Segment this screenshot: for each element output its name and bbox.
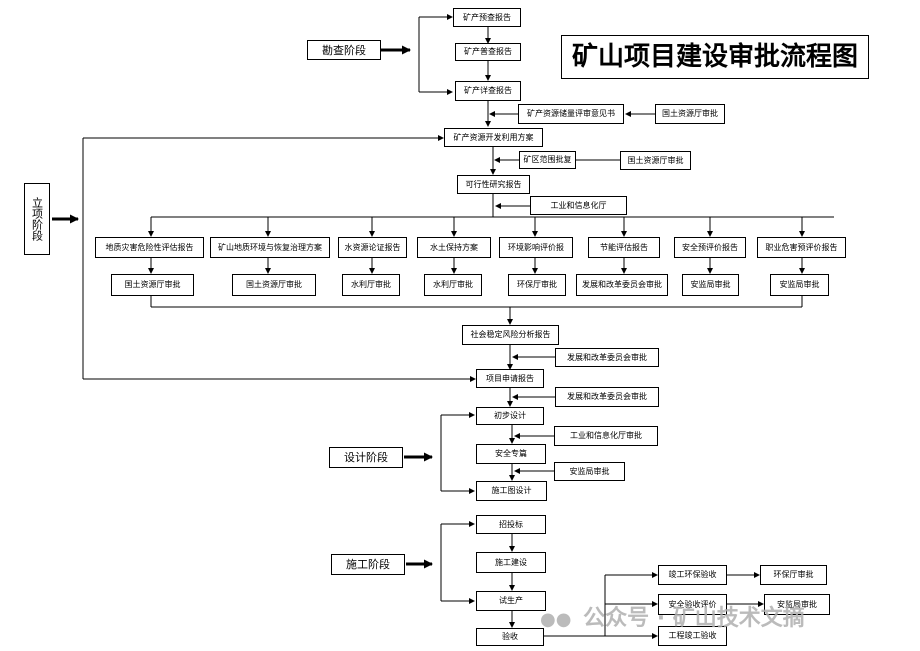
mining-area-approval: 矿区范围批复 — [519, 151, 576, 169]
stage-exploration: 勘查阶段 — [307, 40, 381, 60]
exploration-report-3: 矿产详查报告 — [455, 81, 521, 101]
special-approval-6: 发展和改革委员会审批 — [576, 274, 668, 296]
special-report-1: 地质灾害危险性评估报告 — [95, 237, 204, 258]
industry-approval: 工业和信息化厅审批 — [554, 426, 658, 446]
bidding: 招投标 — [476, 515, 546, 534]
special-report-5: 环境影响评价报 — [499, 237, 573, 258]
ndrc-approval-1: 发展和改革委员会审批 — [555, 348, 659, 367]
env-dept-approval: 环保厅审批 — [760, 565, 827, 585]
construction-drawing: 施工图设计 — [476, 481, 547, 501]
exploration-report-2: 矿产普查报告 — [455, 43, 521, 61]
special-approval-1: 国土资源厅审批 — [111, 274, 194, 296]
special-report-3: 水资源论证报告 — [338, 237, 407, 258]
special-approval-8: 安监局审批 — [770, 274, 829, 296]
land-resources-approval-1: 国土资源厅审批 — [655, 104, 725, 124]
acceptance: 验收 — [476, 628, 544, 646]
special-report-7: 安全预评价报告 — [674, 237, 746, 258]
special-approval-5: 环保厅审批 — [508, 274, 566, 296]
stage-construction: 施工阶段 — [331, 554, 405, 575]
land-resources-approval-2: 国土资源厅审批 — [620, 151, 691, 170]
special-approval-4: 水利厅审批 — [424, 274, 482, 296]
stage-approval: 立项阶段 — [24, 183, 50, 255]
exploration-report-1: 矿产预查报告 — [453, 8, 521, 27]
watermark-text: 公众号 · 矿山技术文摘 — [583, 606, 805, 631]
wechat-icon: ●● — [540, 609, 572, 630]
special-report-2: 矿山地质环境与恢复治理方案 — [210, 237, 330, 258]
project-application: 项目申请报告 — [476, 369, 544, 388]
construction: 施工建设 — [476, 552, 546, 573]
diagram-title: 矿山项目建设审批流程图 — [561, 35, 869, 79]
env-acceptance: 竣工环保验收 — [658, 565, 727, 585]
trial-production: 试生产 — [476, 591, 546, 611]
ndrc-approval-2: 发展和改革委员会审批 — [555, 387, 659, 407]
preliminary-design: 初步设计 — [476, 407, 544, 425]
stage-design: 设计阶段 — [329, 447, 403, 468]
special-report-4: 水土保持方案 — [417, 237, 491, 258]
social-risk-report: 社会稳定风险分析报告 — [462, 325, 559, 345]
safety-chapter: 安全专篇 — [476, 444, 546, 464]
special-approval-2: 国土资源厅审批 — [232, 274, 316, 296]
safety-bureau-approval: 安监局审批 — [554, 462, 625, 481]
feasibility-report: 可行性研究报告 — [457, 175, 530, 194]
safety-bureau-approval-2: 安监局审批 — [764, 594, 830, 615]
special-report-8: 职业危害预评价报告 — [757, 237, 846, 258]
special-approval-3: 水利厅审批 — [342, 274, 400, 296]
development-plan: 矿产资源开发利用方案 — [444, 128, 543, 147]
industry-department: 工业和信息化厅 — [530, 196, 627, 215]
watermark: ●● 公众号 · 矿山技术文摘 — [540, 600, 805, 632]
special-approval-7: 安监局审批 — [682, 274, 739, 296]
completion-acceptance: 工程竣工验收 — [658, 626, 727, 646]
reserve-opinion: 矿产资源储量评审意见书 — [518, 104, 624, 124]
safety-acceptance-eval: 安全验收评价 — [658, 594, 727, 615]
special-report-6: 节能评估报告 — [588, 237, 660, 258]
